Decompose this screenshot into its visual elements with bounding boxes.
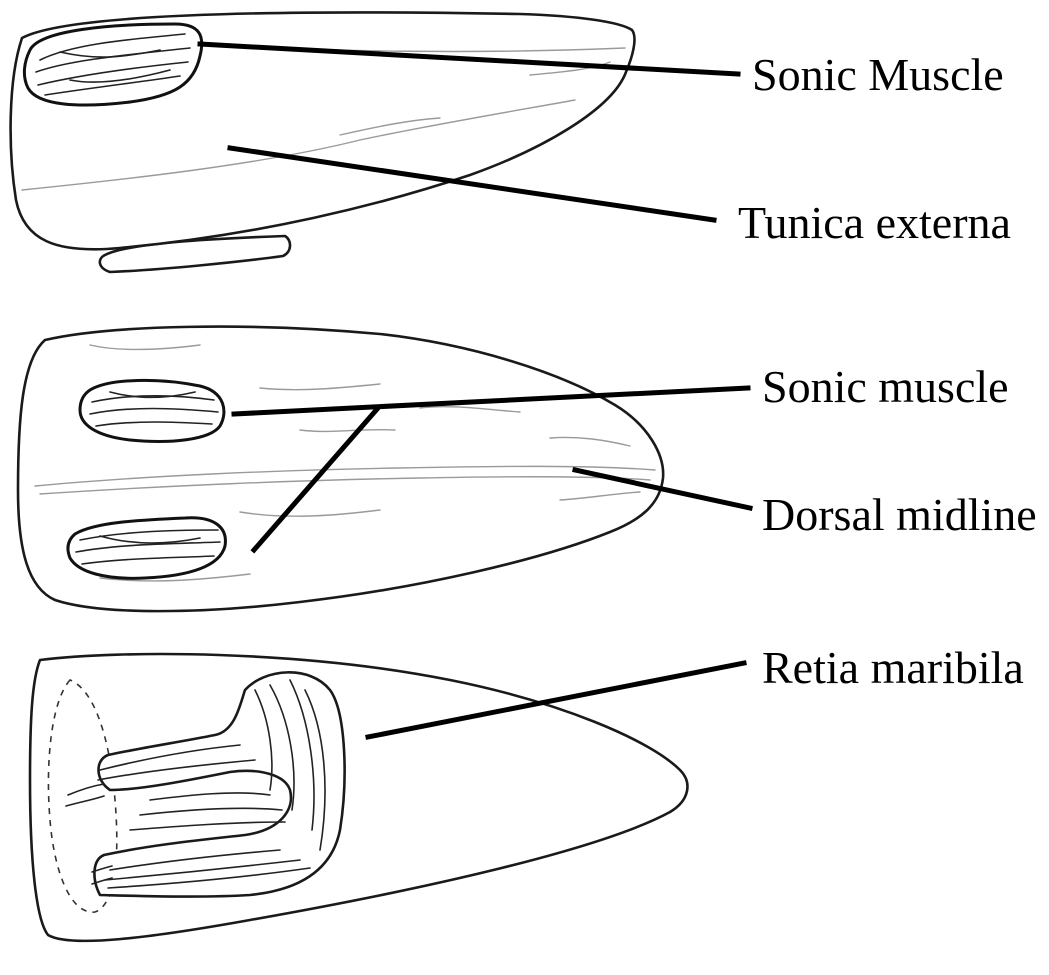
- ventral-view-drawing: [30, 654, 687, 941]
- label-retia-maribila: Retia maribila: [762, 642, 1024, 693]
- dorsal-view-drawing: [18, 327, 663, 612]
- label-sonic-muscle-dorsal: Sonic muscle: [762, 361, 1009, 412]
- label-tunica-externa: Tunica externa: [738, 197, 1011, 248]
- ventral-bladder-outline: [30, 654, 687, 941]
- dorsal-sonic-muscle-lower: [68, 518, 225, 579]
- label-dorsal-midline: Dorsal midline: [762, 489, 1037, 540]
- label-sonic-muscle-side: Sonic Muscle: [752, 49, 1004, 100]
